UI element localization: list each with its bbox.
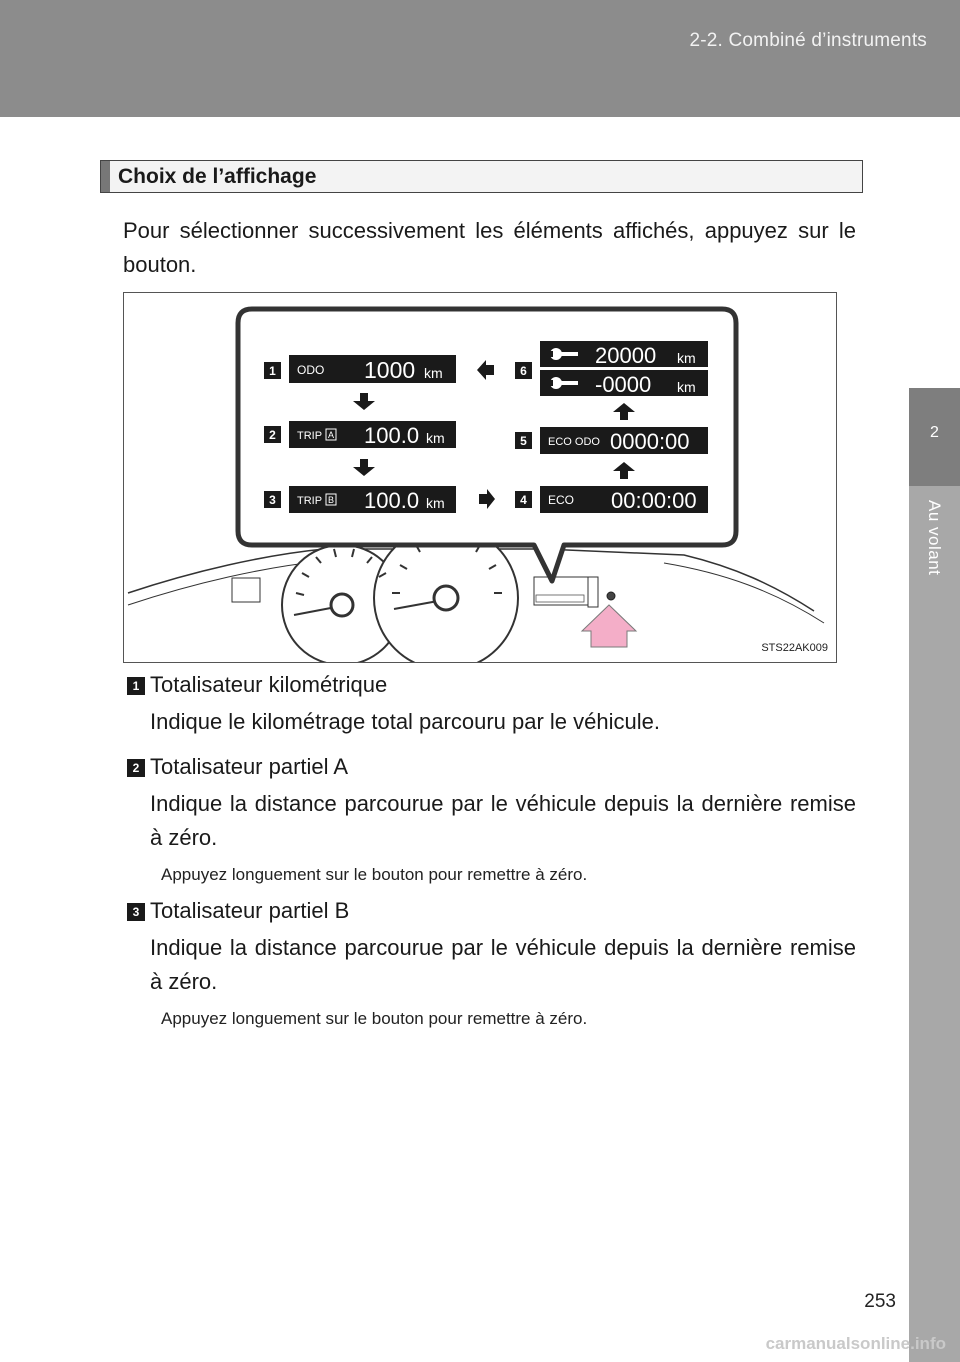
display-number-3-text: 3 — [269, 493, 276, 507]
lcd-trip-a-badge: A — [328, 430, 334, 440]
display-number-1 — [264, 362, 281, 379]
item-description: Indique la distance parcourue par le véh… — [150, 791, 856, 850]
lcd-maintenance-bottom-unit: km — [677, 379, 696, 395]
running-header: 2-2. Combiné d’instruments — [689, 30, 927, 51]
item-title: Totalisateur partiel B — [150, 898, 350, 923]
lcd-maintenance-top-value: 20000 — [595, 343, 656, 368]
figure-code: STS22AK009 — [761, 642, 828, 654]
item-number-badge: 1 — [127, 677, 145, 695]
arrow-right-icon — [479, 489, 495, 509]
cluster-illustration: 1 2 3 4 5 6 ODO 1000 km TRIP A 100.0 km … — [127, 306, 825, 662]
display-number-1-text: 1 — [269, 364, 276, 378]
chapter-label: Au volant — [925, 500, 944, 576]
arrow-up-icon-1 — [613, 462, 635, 479]
header-band: 2-2. Combiné d’instruments — [0, 0, 960, 117]
wrench-icon-2 — [547, 377, 578, 389]
chapter-tab-label-strip: Au volant — [909, 486, 960, 1362]
item-number-badge: 3 — [127, 903, 145, 921]
lcd-eco — [540, 486, 708, 513]
intro-paragraph: Pour sélectionner successivement les élé… — [123, 218, 856, 277]
lcd-eco-odo-value: 0000:00 — [610, 429, 690, 454]
item-note: Appuyez longuement sur le bouton pour re… — [161, 1009, 588, 1028]
item-description: Indique le kilométrage total parcouru pa… — [150, 709, 660, 734]
lcd-trip-a-value: 100.0 — [364, 423, 419, 448]
arrow-up-icon-2 — [613, 403, 635, 420]
chapter-number: 2 — [930, 424, 939, 441]
item-heading: 3 Totalisateur partiel B — [127, 896, 860, 926]
section-heading-bar — [101, 161, 110, 192]
lcd-trip-b-badge: B — [328, 495, 334, 505]
display-number-6-text: 6 — [520, 364, 527, 378]
display-number-5 — [515, 432, 532, 449]
lcd-odo-value: 1000 — [364, 357, 415, 383]
page-number: 253 — [864, 1291, 896, 1312]
lcd-odo-unit: km — [424, 365, 443, 381]
chapter-tab[interactable]: 2 — [909, 388, 960, 486]
lcd-trip-a-unit: km — [426, 430, 445, 446]
press-arrow-icon — [580, 604, 638, 648]
lcd-odo — [289, 355, 456, 383]
list-item-odometer: 1 Totalisateur kilométrique Indique le k… — [127, 670, 860, 739]
item-title: Totalisateur kilométrique — [150, 672, 388, 697]
item-title: Totalisateur partiel A — [150, 754, 349, 779]
display-number-5-text: 5 — [520, 434, 527, 448]
display-number-3 — [264, 491, 281, 508]
section-heading: Choix de l’affichage — [100, 160, 863, 193]
item-description: Indique la distance parcourue par le véh… — [150, 935, 856, 994]
item-number-badge: 2 — [127, 759, 145, 777]
watermark: carmanualsonline.info — [765, 1334, 946, 1353]
speedometer-hub — [432, 584, 460, 612]
tachometer-needle — [293, 606, 337, 616]
lcd-maintenance-bottom-value: -0000 — [595, 372, 651, 397]
display-number-6 — [515, 362, 532, 379]
tachometer-hub — [329, 592, 355, 618]
lcd-trip-a — [289, 421, 456, 448]
display-button[interactable] — [606, 591, 616, 601]
dashboard-outline-right — [663, 562, 825, 624]
arrow-left-icon — [477, 360, 494, 380]
display-number-4 — [515, 491, 532, 508]
lcd-maintenance-top-unit: km — [677, 350, 696, 366]
lcd-eco-odo-label: ECO ODO — [548, 436, 600, 448]
list-item-trip-b: 3 Totalisateur partiel B Indique la dist… — [127, 896, 860, 1030]
lcd-eco-label: ECO — [548, 493, 574, 507]
lcd-trip-b-label: TRIP — [297, 495, 322, 507]
lcd-eco-odo — [540, 427, 708, 454]
wrench-icon — [547, 348, 578, 360]
lcd-trip-b-value: 100.0 — [364, 488, 419, 513]
lcd-trip-b — [289, 486, 456, 513]
arrow-down-icon-1 — [353, 393, 375, 410]
speedometer-needle — [393, 600, 439, 610]
arrow-down-icon-2 — [353, 459, 375, 476]
item-heading: 1 Totalisateur kilométrique — [127, 670, 860, 700]
list-item-trip-a: 2 Totalisateur partiel A Indique la dist… — [127, 752, 860, 886]
lcd-trip-b-unit: km — [426, 495, 445, 511]
display-number-2-text: 2 — [269, 428, 276, 442]
item-note: Appuyez longuement sur le bouton pour re… — [161, 865, 588, 884]
display-number-2 — [264, 426, 281, 443]
lcd-eco-value: 00:00:00 — [611, 488, 697, 513]
item-heading: 2 Totalisateur partiel A — [127, 752, 860, 782]
vent-icon — [231, 577, 261, 603]
lcd-trip-a-label: TRIP — [297, 430, 322, 442]
display-number-4-text: 4 — [520, 493, 527, 507]
instrument-cluster-figure: 1 2 3 4 5 6 ODO 1000 km TRIP A 100.0 km … — [123, 292, 837, 663]
lcd-odo-label: ODO — [297, 363, 324, 377]
section-title: Choix de l’affichage — [118, 165, 317, 188]
